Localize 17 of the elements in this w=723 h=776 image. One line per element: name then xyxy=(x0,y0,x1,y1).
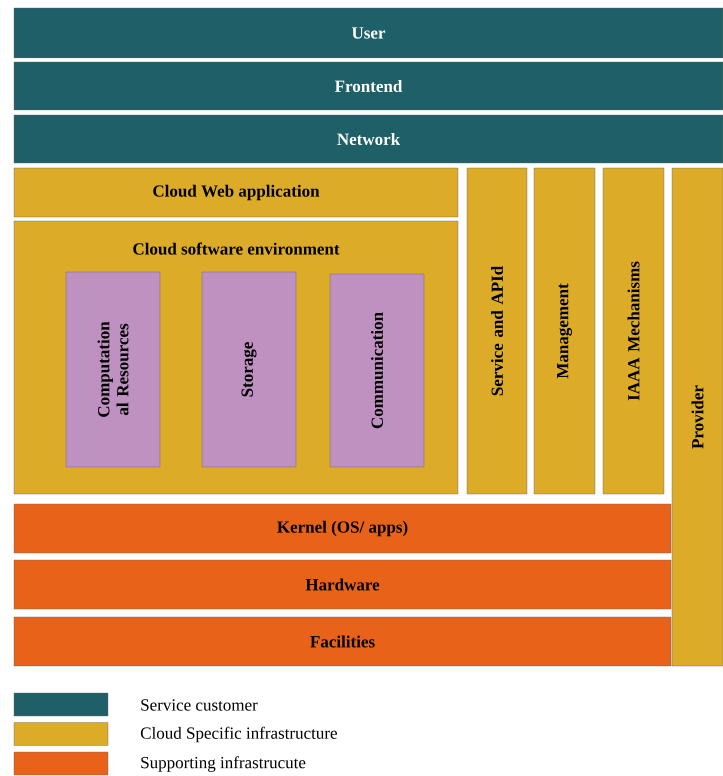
layer-band: User xyxy=(14,8,723,58)
layer-band: Facilities xyxy=(14,616,672,666)
component-box: Communication xyxy=(330,274,424,468)
legend-label: Cloud Specific infrastructure xyxy=(140,726,337,742)
layer-band: Hardware xyxy=(14,560,672,610)
layer-band: Frontend xyxy=(14,62,723,110)
layer-band: Kernel (OS/ apps) xyxy=(14,504,672,554)
vertical-band: Management xyxy=(534,168,596,494)
vertical-band: Provider xyxy=(672,168,723,666)
legend-label: Service customer xyxy=(141,699,258,711)
legend-label: Supporting infrastrucute xyxy=(141,756,306,772)
vertical-band: IAAA Mechanisms xyxy=(602,168,664,494)
component-box: Storage xyxy=(202,272,296,468)
vertical-band: Service and APId xyxy=(466,168,528,494)
layer-band: Cloud Web application xyxy=(14,168,458,218)
layer-band: Network xyxy=(14,114,723,164)
component-box: Computation al Resources xyxy=(66,272,160,468)
